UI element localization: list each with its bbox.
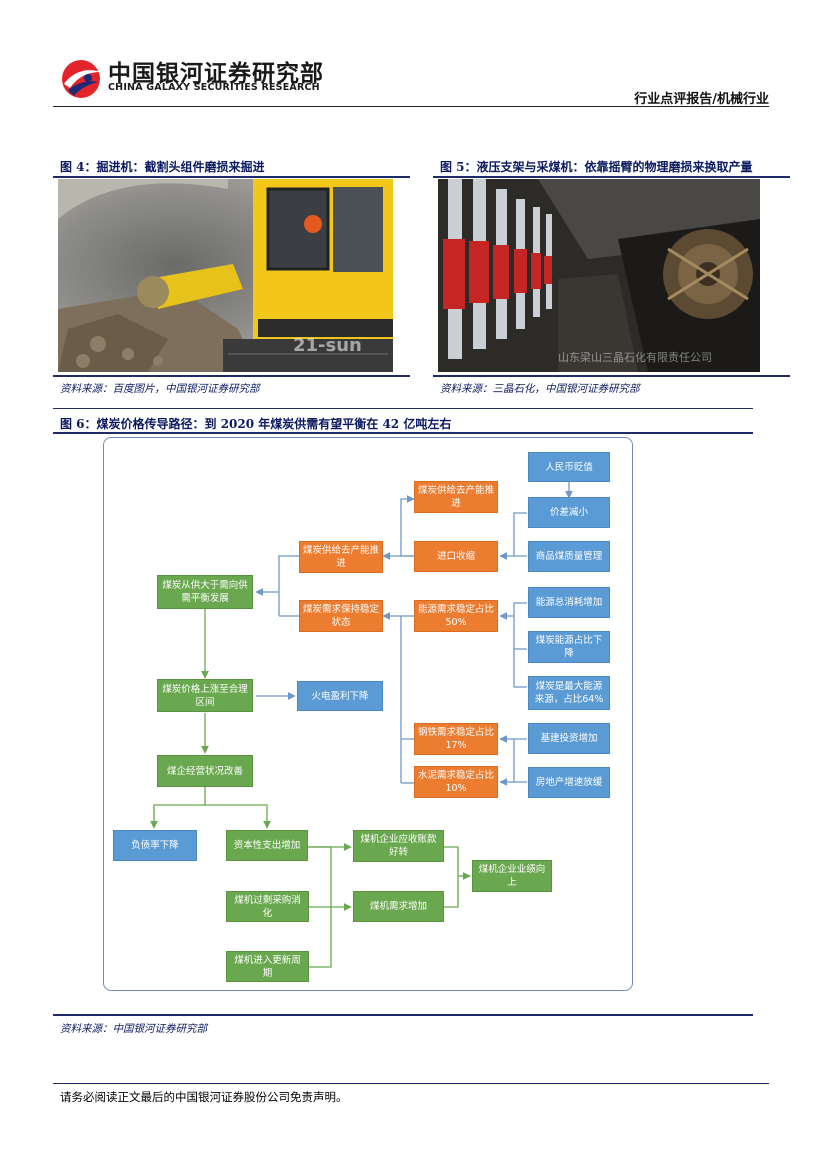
figure4-bottom-rule — [53, 375, 410, 377]
node-supply-demand-balance: 煤炭从供大于需向供需平衡发展 — [157, 575, 253, 609]
figure5-hydraulic-support-photo: 山东梁山三晶石化有限责任公司 — [438, 179, 760, 372]
node-energy-demand: 能源需求稳定占比50% — [414, 600, 498, 632]
node-coal-largest-source: 煤炭是最大能源来源，占比64% — [528, 676, 610, 710]
footer-disclaimer: 请务必阅读正文最后的中国银河证券股份公司免责声明。 — [60, 1090, 348, 1104]
node-overcapacity-digested: 煤机过剩采购消化 — [226, 891, 309, 922]
node-supply-capacity-cut-top: 煤炭供给去产能推进 — [414, 481, 498, 513]
figure5-watermark: 山东梁山三晶石化有限责任公司 — [558, 350, 712, 364]
node-coal-machinery-performance-up: 煤机企业业绩向上 — [472, 860, 552, 892]
node-price-gap-narrow: 价差减小 — [528, 497, 610, 528]
node-energy-consumption-up: 能源总消耗增加 — [528, 587, 610, 618]
node-coal-price-rise: 煤炭价格上涨至合理区间 — [157, 679, 253, 712]
node-cement-demand: 水泥需求稳定占比10% — [414, 766, 498, 798]
figure6-bottom-rule — [53, 1014, 753, 1016]
node-coal-machinery-demand-up: 煤机需求增加 — [353, 891, 444, 922]
figure4-title: 图 4：掘进机：截割头组件磨损来掘进 — [60, 160, 265, 174]
flowchart-frame — [103, 437, 633, 991]
galaxy-logo-icon — [62, 60, 100, 98]
figure4-watermark: 21-sun — [293, 335, 362, 356]
node-debt-ratio-down: 负债率下降 — [113, 830, 197, 861]
figure5-title: 图 5：液压支架与采煤机：依靠摇臂的物理磨损来换取产量 — [440, 160, 753, 174]
figure4-source: 资料来源：百度图片，中国银河证券研究部 — [60, 383, 260, 395]
figure5-bottom-rule — [433, 375, 790, 377]
node-real-estate-slowdown: 房地产增速放缓 — [528, 767, 610, 798]
figure6-title-rule — [53, 432, 753, 434]
node-thermal-power-profit-down: 火电盈利下降 — [297, 681, 383, 711]
report-category: 行业点评报告/机械行业 — [634, 92, 769, 107]
figure4-roadheader-photo: 21-sun — [58, 179, 393, 372]
figure5-top-rule — [433, 176, 790, 178]
node-coal-company-operations: 煤企经营状况改善 — [157, 755, 253, 787]
node-rmb-depreciation: 人民币贬值 — [528, 452, 610, 482]
brand-name-cn: 中国银河证券研究部 — [108, 61, 324, 87]
node-import-shrink: 进口收缩 — [414, 541, 498, 572]
figure5-source: 资料来源：三晶石化，中国银河证券研究部 — [440, 383, 640, 395]
figure6-top-thin-rule — [53, 408, 753, 409]
node-capex-increase: 资本性支出增加 — [226, 830, 308, 861]
flowchart-connectors — [150, 481, 573, 968]
node-demand-stable: 煤炭需求保持稳定状态 — [299, 600, 383, 632]
figure4-top-rule — [53, 176, 410, 178]
header-divider — [53, 106, 769, 107]
figure6-source: 资料来源：中国银河证券研究部 — [60, 1023, 207, 1035]
node-receivables-improve: 煤机企业应收账款好转 — [353, 830, 444, 862]
node-supply-capacity-cut-mid: 煤炭供给去产能推进 — [299, 541, 383, 573]
footer-divider — [53, 1083, 769, 1084]
node-infrastructure-investment: 基建投资增加 — [528, 723, 610, 754]
node-steel-demand: 钢铁需求稳定占比17% — [414, 723, 498, 755]
node-coal-share-down: 煤炭能源占比下降 — [528, 631, 610, 663]
figure6-title: 图 6：煤炭价格传导路径：到 2020 年煤炭供需有望平衡在 42 亿吨左右 — [60, 417, 452, 431]
node-coal-quality-management: 商品煤质量管理 — [528, 541, 610, 572]
node-renewal-cycle: 煤机进入更新周期 — [226, 951, 309, 982]
brand-name-en: CHINA GALAXY SECURITIES RESEARCH — [108, 82, 320, 93]
